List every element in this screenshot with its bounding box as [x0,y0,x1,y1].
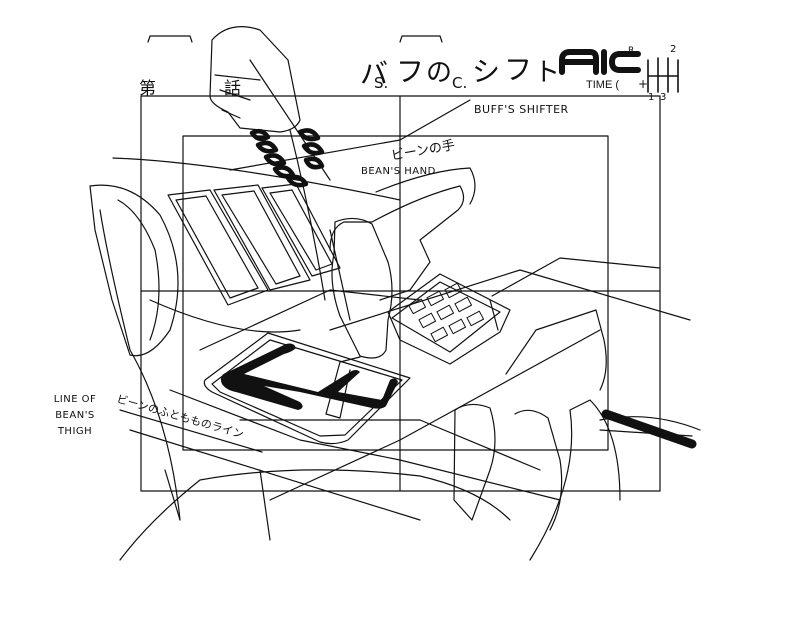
registered-mark: R [628,46,635,56]
inner-frame [182,135,609,451]
shifter-caption: BUFF'S SHIFTER [474,103,569,116]
lower-seat [119,469,511,561]
time-plus: + [638,77,649,91]
story-mark: 話 [224,79,241,99]
bean-hand [329,185,465,301]
scene-title: バ S. フ の C. シ フ ト [360,46,560,96]
hand-caption: BEAN'S HAND [361,166,436,177]
gear-number-1: 1 [648,92,655,103]
right-console [489,257,661,391]
title-part: フ [396,55,425,88]
title-part: の [426,58,453,88]
gear-number-3: 3 [660,92,667,103]
shift-knob [325,217,393,419]
right-knee [453,403,496,521]
top-bracket-right [399,35,443,43]
gauge-panel [167,183,341,306]
thigh-caption-line: LINE OF [53,394,97,405]
top-bracket-left [147,35,193,43]
thigh-caption-line: THIGH [57,426,93,437]
gear-diagram [647,57,679,93]
black-bar [601,409,697,449]
keypad-console [387,273,511,365]
title-part: S. [374,74,389,92]
gear-number-2: 2 [670,44,677,55]
title-part: C. [452,74,468,92]
thigh-note-jp: ビーンのふともものライン [115,392,245,441]
title-part: バ [360,57,389,90]
shift-gate [220,343,398,410]
thigh-caption: LINE OF BEAN'S THIGH [44,392,106,440]
left-seat [89,184,179,357]
time-label: TIME ( [586,79,619,91]
episode-mark: 第 [139,79,156,99]
thigh-caption-line: BEAN'S [55,410,95,421]
title-part: ト [534,58,561,88]
aic-logo [559,49,641,75]
coiled-cord [249,128,325,188]
title-part: シ [472,55,501,88]
shifter-plate [203,332,411,445]
thigh-line [119,409,421,521]
title-part: フ [504,53,533,86]
